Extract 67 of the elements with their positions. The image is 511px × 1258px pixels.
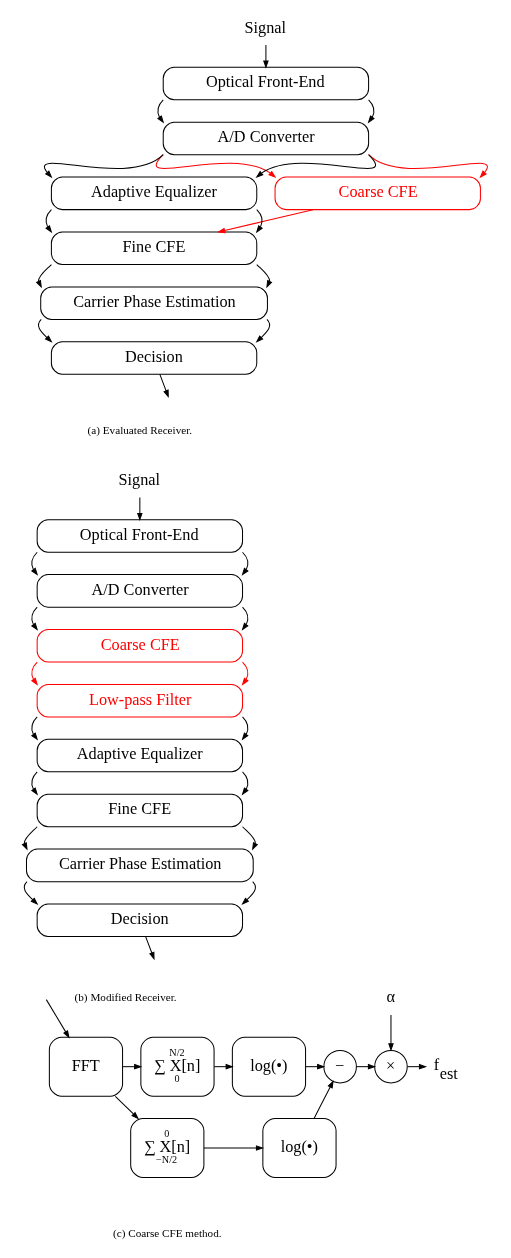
arrow bbox=[241, 826, 258, 851]
node-box: Coarse CFE bbox=[274, 176, 481, 211]
arrow bbox=[30, 661, 38, 686]
arrow bbox=[241, 551, 249, 576]
node-box: Optical Front-End bbox=[36, 519, 243, 553]
arrow bbox=[30, 606, 38, 631]
arrow bbox=[35, 264, 52, 289]
arrow bbox=[406, 1063, 427, 1070]
node-box: log(•) bbox=[261, 1118, 337, 1178]
arrow bbox=[240, 881, 256, 906]
arrow bbox=[114, 1095, 139, 1120]
arrow bbox=[30, 771, 38, 796]
arrow bbox=[262, 44, 269, 69]
arrow bbox=[241, 716, 249, 741]
node-box: Adaptive Equalizer bbox=[36, 738, 243, 773]
arrow bbox=[255, 154, 376, 179]
arrow bbox=[136, 496, 143, 522]
node-box: Decision bbox=[36, 903, 243, 938]
node-box: Carrier Phase Estimation bbox=[25, 848, 254, 883]
arrow bbox=[158, 373, 169, 398]
arrow bbox=[355, 1063, 376, 1070]
arrow bbox=[216, 209, 314, 234]
node-box: Decision bbox=[50, 341, 257, 375]
arrow bbox=[367, 99, 375, 124]
arrow bbox=[37, 318, 52, 343]
arrow bbox=[255, 209, 263, 234]
node-box: Coarse CFE bbox=[36, 629, 243, 663]
label: (a) Evaluated Receiver. bbox=[87, 424, 192, 437]
label: (b) Modified Receiver. bbox=[74, 991, 177, 1004]
node-text: α bbox=[385, 988, 395, 1007]
arrow bbox=[23, 881, 38, 906]
arrow bbox=[387, 1014, 394, 1052]
arrow bbox=[156, 99, 164, 124]
arrow bbox=[213, 1063, 234, 1070]
node-box: Fine CFE bbox=[50, 231, 257, 266]
node-box: Fine CFE bbox=[36, 793, 243, 828]
label: (c) Coarse CFE method. bbox=[112, 1227, 222, 1240]
node-box: Low-pass Filter bbox=[36, 683, 243, 718]
arrow bbox=[255, 318, 270, 343]
arrow bbox=[202, 1145, 264, 1151]
node-box: A/D Converter bbox=[162, 121, 369, 156]
arrow bbox=[30, 551, 38, 576]
node-box: A/D Converter bbox=[36, 574, 243, 608]
arrow bbox=[241, 606, 249, 631]
node-box: Carrier Phase Estimation bbox=[39, 286, 268, 320]
node-box: Optical Front-End bbox=[162, 66, 369, 101]
arrow bbox=[241, 771, 249, 796]
arrow bbox=[304, 1063, 325, 1070]
node-text: Signal bbox=[244, 18, 286, 37]
node-box: FFT bbox=[48, 1036, 123, 1097]
arrow bbox=[30, 716, 38, 741]
node-box: 0 ∑ X[n] −N/2 bbox=[129, 1118, 204, 1178]
node-box: N/2 ∑ X[n] 0 bbox=[139, 1036, 215, 1097]
arrow bbox=[121, 1063, 142, 1070]
node-circle: − bbox=[322, 1049, 357, 1084]
node-circle: × bbox=[373, 1049, 408, 1084]
arrow bbox=[21, 826, 38, 851]
arrow bbox=[313, 1080, 334, 1119]
arrow bbox=[241, 661, 249, 686]
arrow bbox=[43, 154, 164, 179]
arrow bbox=[144, 936, 155, 961]
arrow bbox=[45, 999, 70, 1039]
arrow bbox=[44, 209, 52, 234]
node-box: Adaptive Equalizer bbox=[50, 176, 257, 211]
node-box: log(•) bbox=[231, 1036, 306, 1097]
arrow bbox=[255, 264, 272, 289]
node-text: Signal bbox=[118, 470, 160, 489]
